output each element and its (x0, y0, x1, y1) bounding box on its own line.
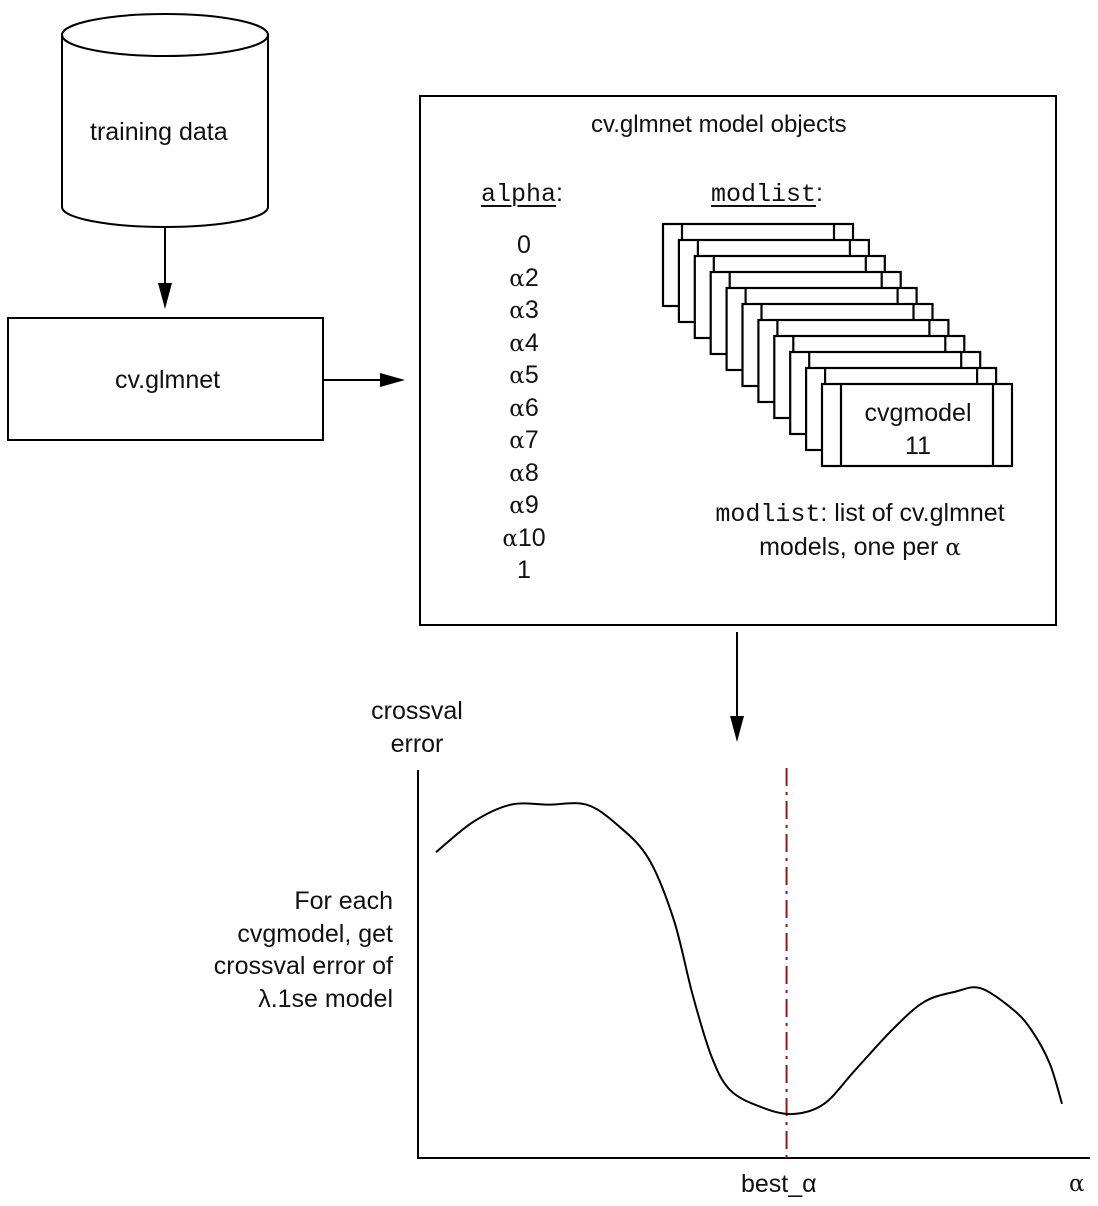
modlist-caption-code: modlist (715, 500, 821, 529)
plot-description: For each cvgmodel, get crossval error of… (160, 885, 393, 1016)
cv-glmnet-label: cv.glmnet (115, 366, 221, 394)
alpha-value-number: 8 (524, 458, 539, 487)
front-frame-label-line1: cvgmodel (864, 399, 972, 427)
alpha-value: 0 (474, 229, 574, 262)
alpha-header-code: alpha (481, 180, 557, 209)
alpha-value-number: 1 (517, 556, 531, 584)
alpha-symbol: α (509, 395, 525, 422)
alpha-symbol: α (945, 535, 961, 561)
plot-ylabel: crossval error (347, 695, 487, 761)
front-frame-label: cvgmodel 11 (842, 397, 994, 463)
alpha-value-number: 9 (524, 491, 539, 519)
alpha-symbol: α (502, 525, 518, 552)
plot-ylabel-line2: error (390, 730, 444, 758)
alpha-header: alpha: (481, 179, 563, 209)
arrow-data-to-glmnet (158, 228, 172, 309)
alpha-value-number: 2 (524, 263, 539, 292)
modlist-frame-stack (661, 222, 1014, 468)
plot-description-line: For each (294, 887, 393, 915)
arrow-objects-to-plot (730, 632, 744, 742)
alpha-symbol: α (509, 428, 525, 454)
alpha-value: α8 (474, 457, 574, 490)
alpha-value: α6 (474, 392, 574, 425)
best-alpha-label: best_α (741, 1170, 817, 1198)
training-data-cylinder (61, 13, 269, 228)
plot-axes (417, 770, 1090, 1159)
alpha-value: 1 (474, 554, 574, 587)
alpha-symbol: α (509, 265, 525, 292)
alpha-value: α9 (474, 489, 574, 522)
plot-ylabel-line1: crossval (371, 697, 463, 725)
alpha-value: α5 (474, 359, 574, 392)
front-frame-label-line2: 11 (905, 432, 931, 460)
modlist-caption-line2: models, one per α (690, 531, 1030, 565)
plot-description-line: λ.1se model (258, 985, 393, 1014)
x-axis-label: α (1069, 1171, 1085, 1197)
modlist-header-colon: : (816, 179, 823, 207)
alpha-symbol: α (509, 493, 525, 519)
alpha-value-number: 7 (524, 426, 539, 454)
arrow-glmnet-to-objects (323, 373, 405, 387)
modlist-header-code: modlist (711, 180, 817, 209)
alpha-header-colon: : (556, 179, 563, 207)
alpha-symbol: α (509, 363, 525, 389)
modlist-caption-rest: : list of cv.glmnet (820, 499, 1005, 527)
alpha-value: α10 (474, 522, 574, 555)
plot-description-line: cvgmodel, get (237, 919, 393, 948)
alpha-value-number: 4 (524, 328, 539, 357)
alpha-value: α4 (474, 327, 574, 360)
modlist-caption: modlist: list of cv.glmnet models, one p… (690, 497, 1030, 565)
alpha-value: α7 (474, 424, 574, 457)
crossval-error-curve (435, 802, 1063, 1116)
alpha-value-number: 10 (517, 523, 546, 552)
alpha-value: α2 (474, 262, 574, 295)
alpha-symbol: α (509, 298, 525, 324)
model-objects-title: cv.glmnet model objects (591, 111, 847, 138)
alpha-symbol: α (509, 460, 525, 487)
alpha-value: α3 (474, 294, 574, 327)
alpha-value-number: 0 (517, 231, 531, 259)
modlist-caption-line2-text: models, one per (759, 533, 946, 561)
modlist-header: modlist: (711, 179, 823, 209)
modlist-frame (820, 382, 1014, 468)
alpha-value-number: 6 (524, 393, 539, 422)
alpha-symbol: α (509, 330, 525, 357)
alpha-value-number: 3 (524, 296, 539, 324)
modlist-caption-line1: modlist: list of cv.glmnet (690, 497, 1030, 531)
alpha-value-number: 5 (524, 361, 539, 389)
training-data-label: training data (90, 118, 228, 146)
plot-description-line: crossval error of (213, 952, 393, 981)
